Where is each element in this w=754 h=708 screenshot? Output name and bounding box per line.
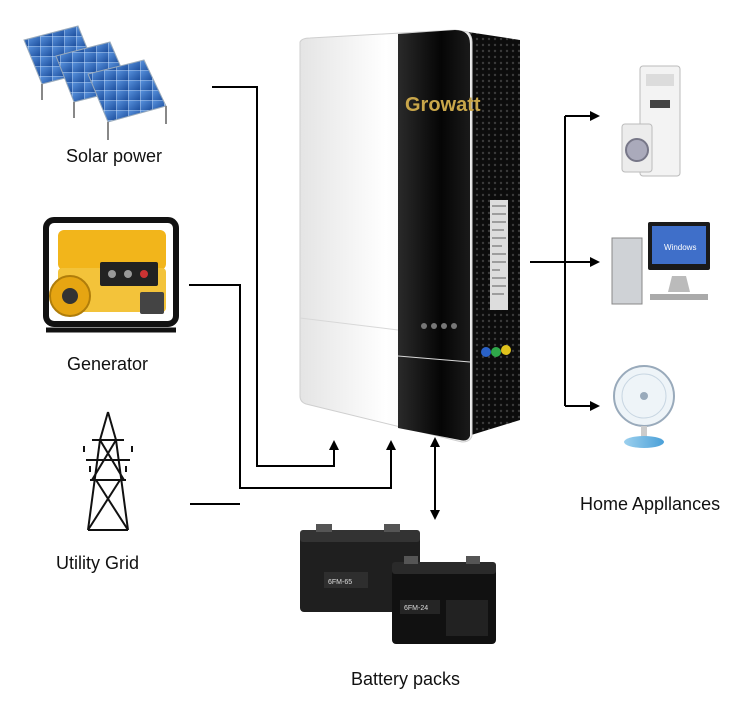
- solar-power-label: Solar power: [66, 146, 163, 166]
- generator-line: [189, 284, 396, 489]
- air-conditioner-icon: [621, 65, 681, 177]
- fan-icon: [613, 365, 675, 448]
- inverter-device: [299, 29, 520, 443]
- connector-lines: [189, 86, 600, 520]
- generator-icon: [43, 217, 179, 333]
- battery-packs-label: Battery packs: [351, 669, 461, 689]
- home-appliances-label: Home Appllances: [580, 494, 721, 514]
- utility-grid-label: Utility Grid: [56, 553, 140, 573]
- utility-tower-icon: [83, 411, 133, 531]
- inverter-brand-logo: Growatt: [405, 94, 481, 116]
- solar-panels-icon: [23, 25, 167, 140]
- battery-small-icon: [392, 556, 496, 644]
- generator-label: Generator: [67, 354, 149, 374]
- battery-large-model: 6FM-65: [328, 579, 352, 586]
- battery-small-model: 6FM-24: [404, 605, 428, 612]
- computer-icon: [611, 222, 710, 305]
- solar-line: [212, 86, 339, 467]
- windows-screen-text: Windows: [664, 243, 696, 252]
- battery-large-icon: [300, 524, 420, 612]
